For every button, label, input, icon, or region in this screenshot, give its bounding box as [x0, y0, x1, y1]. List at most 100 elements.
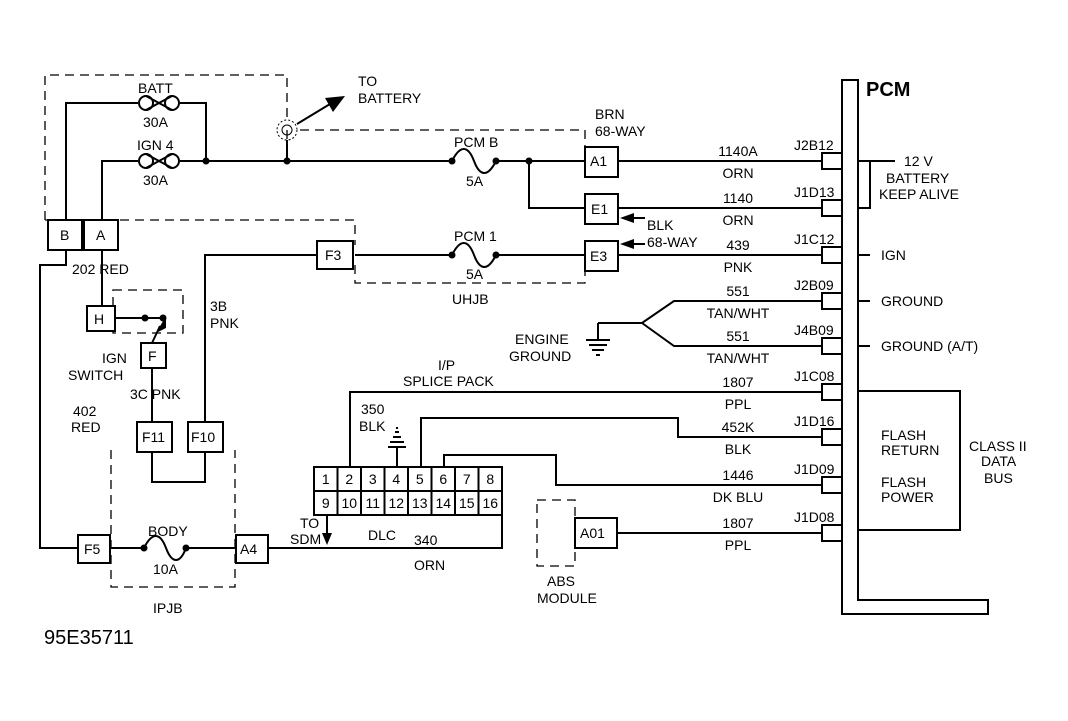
dlc-pin-number: 15: [459, 495, 475, 511]
underhood-fuse-block-outline: [44, 74, 586, 284]
fuse-batt-name: BATT: [138, 80, 173, 96]
connector-b-label: B: [60, 227, 69, 243]
wire-color: TAN/WHT: [707, 305, 770, 321]
abs-module-outline: [536, 499, 576, 567]
wires: [39, 102, 895, 549]
dlc-pin-cell: [477, 490, 503, 516]
wire-350-label: 350: [361, 401, 385, 417]
connector-e1: [584, 193, 619, 225]
pcm-title: PCM: [866, 79, 910, 101]
dlc-pin-number: 14: [435, 495, 451, 511]
fuse-ign4-rating: 30A: [143, 172, 169, 188]
ipjb-label: IPJB: [153, 600, 183, 616]
fuse-ign4-symbol: [138, 153, 180, 169]
pcm-pin-id: J4B09: [794, 322, 834, 338]
connector-f3-label: F3: [325, 247, 342, 263]
dlc-pin-number: 11: [365, 495, 380, 511]
blk-arrow-e1: [620, 213, 634, 223]
wire-circuit-number: 1140A: [718, 143, 758, 159]
pcm-pin-id: J1C12: [794, 231, 835, 247]
pcm-pin-id: J1D09: [794, 461, 835, 477]
connector-a1-label: A1: [590, 153, 607, 169]
connector-a1: [584, 146, 619, 178]
wire-color: DK BLU: [713, 489, 764, 505]
pcm-pin-labels: J2B121140AORNJ1D131140ORNJ1C12439PNKJ2B0…: [707, 137, 835, 553]
fuse-pcmb-rating: 5A: [466, 173, 484, 189]
pcm-pins: [821, 152, 843, 542]
wire-color: PPL: [725, 537, 752, 553]
splice-pack-label-2: SPLICE PACK: [403, 373, 494, 389]
wire-circuit-number: 1446: [722, 467, 753, 483]
wire-color: ORN: [722, 165, 753, 181]
wire-color: ORN: [722, 212, 753, 228]
connector-f3: [316, 240, 354, 270]
connector-f11-label: F11: [142, 429, 165, 445]
engine-ground-1: ENGINE: [515, 331, 569, 347]
wire-color: BLK: [725, 441, 752, 457]
wire-402-label: 402: [73, 403, 97, 419]
splice-pack-label-1: I/P: [438, 357, 455, 373]
connector-f-label: F: [148, 348, 157, 364]
switch-arrow: [156, 316, 166, 333]
connector-f5-label: F5: [84, 541, 101, 557]
pcm-pin-id: J1C08: [794, 368, 835, 384]
flash-power-2: POWER: [881, 489, 934, 505]
connector-f10-label: F10: [191, 429, 215, 445]
bka-3: KEEP ALIVE: [879, 186, 959, 202]
blk-arrow-e3: [620, 239, 634, 249]
connector-a-label: A: [96, 227, 106, 243]
fuse-body-symbol: [143, 535, 187, 561]
fuse-pcm1-rating: 5A: [466, 266, 484, 282]
connector-e3-label: E3: [590, 248, 607, 264]
to-sdm-2: SDM: [290, 531, 321, 547]
dlc-pin-number: 4: [392, 471, 400, 487]
battery-terminal-icon: [276, 96, 345, 141]
wire-color: PPL: [725, 396, 752, 412]
ipjb-outline: [110, 450, 236, 588]
connector-e1-label: E1: [591, 201, 608, 217]
wire-402-color: RED: [71, 419, 101, 435]
to-battery-1: TO: [358, 73, 377, 89]
connector-a4: [235, 534, 269, 564]
class2-bus-box: [857, 390, 961, 531]
wire-circuit-number: 1807: [722, 515, 753, 531]
to-sdm-arrow: [322, 533, 332, 545]
connector-a: [83, 219, 119, 251]
uhjb-label: UHJB: [452, 291, 489, 307]
wire-color: TAN/WHT: [707, 350, 770, 366]
class2-bus-2: DATA: [981, 453, 1017, 469]
dlc-pin-number: 13: [412, 495, 428, 511]
wire-circuit-number: 1140: [723, 190, 753, 206]
dlc-pin-number: 6: [439, 471, 447, 487]
dlc-pin-number: 10: [341, 495, 357, 511]
bka-1: 12 V: [904, 153, 933, 169]
fuse-batt-rating: 30A: [143, 114, 169, 130]
dlc-pin-number: 2: [345, 471, 353, 487]
wire-340-color: ORN: [414, 557, 445, 573]
fuse-body-rating: 10A: [153, 561, 179, 577]
blk-68way-label: 68-WAY: [647, 234, 698, 250]
fuse-ign4-name: IGN 4: [137, 137, 174, 153]
wire-color: PNK: [724, 259, 753, 275]
ign-switch-label-1: IGN: [102, 350, 127, 366]
fuse-pcm1-name: PCM 1: [454, 228, 497, 244]
junction-dots: [140, 157, 533, 552]
flash-return-2: RETURN: [881, 442, 939, 458]
abs-module-label-1: ABS: [547, 573, 575, 589]
class2-bus-1: CLASS II: [969, 438, 1027, 454]
connector-e3: [584, 240, 619, 272]
flash-return-1: FLASH: [881, 427, 926, 443]
connector-f10: [187, 421, 224, 453]
connector-f11: [136, 421, 173, 453]
dlc-pin-number: 7: [463, 471, 471, 487]
splice-ground-icon: [388, 427, 406, 448]
figure-id: 95E35711: [44, 627, 134, 649]
flash-power-1: FLASH: [881, 474, 926, 490]
wire-3b-label: 3B: [210, 298, 227, 314]
pcm-pin-id: J1D16: [794, 413, 835, 429]
wire-circuit-number: 551: [726, 283, 750, 299]
pcm-func-ground-at: GROUND (A/T): [881, 338, 978, 354]
dlc-pin-number: 16: [482, 495, 498, 511]
wire-circuit-number: 551: [726, 328, 750, 344]
